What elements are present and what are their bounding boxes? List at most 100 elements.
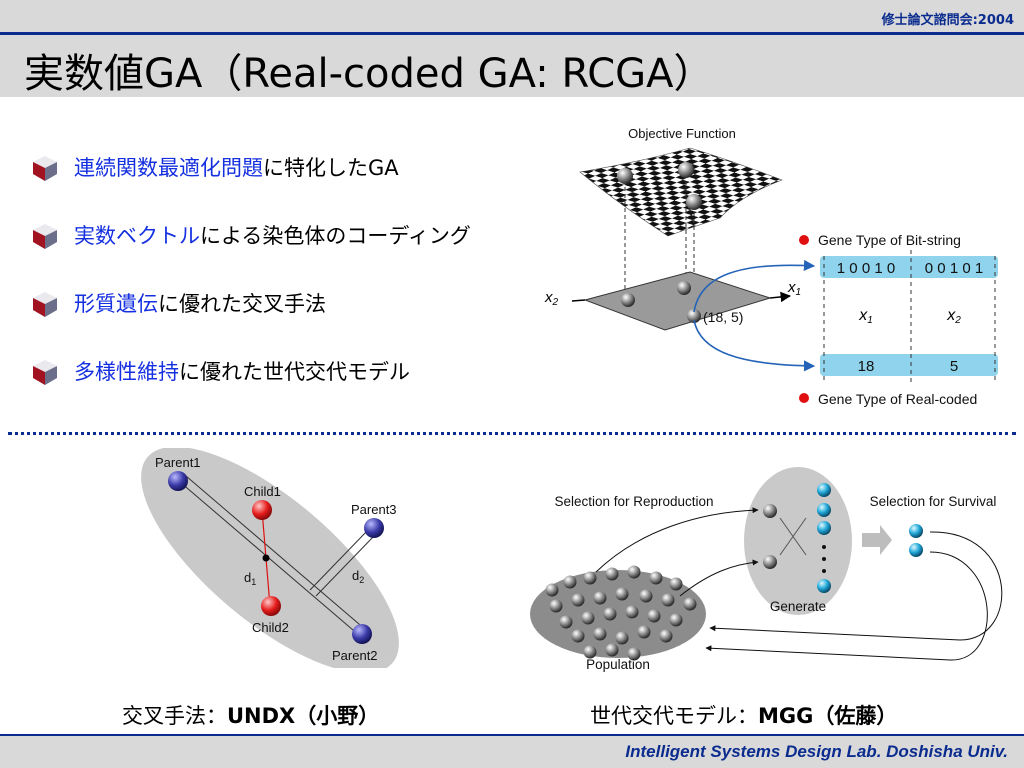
population-individual bbox=[583, 571, 597, 585]
population-individual bbox=[615, 631, 629, 645]
projected-sphere bbox=[677, 281, 691, 295]
child1-node bbox=[252, 500, 272, 520]
x2-axis-line bbox=[571, 299, 586, 302]
survival-arrow-icon bbox=[862, 525, 892, 555]
population-label: Population bbox=[586, 657, 650, 672]
mgg-figure: Selection for Reproduction Selection for… bbox=[530, 467, 1003, 672]
selected-parent bbox=[763, 555, 777, 569]
population-individual bbox=[669, 577, 683, 591]
population-individual bbox=[545, 583, 559, 597]
solution-sphere bbox=[678, 162, 694, 178]
bit-string-legend: Gene Type of Bit-string bbox=[818, 232, 961, 248]
population-individual bbox=[603, 607, 617, 621]
bullet-highlight: 連続関数最適化問題 bbox=[74, 156, 263, 180]
population-individual bbox=[615, 587, 629, 601]
lab-name: Intelligent Systems Design Lab. Doshisha… bbox=[625, 742, 1008, 761]
objective-function-title: Objective Function bbox=[628, 126, 736, 141]
undx-figure: Parent1 Parent2 Parent3 Child1 Child2 d1… bbox=[141, 448, 399, 668]
offspring-node bbox=[817, 521, 831, 535]
x1-axis-arrow bbox=[769, 291, 792, 303]
objective-surface bbox=[579, 147, 783, 237]
ellipsis-dot bbox=[822, 545, 826, 549]
real-value-1: 18 bbox=[858, 358, 875, 375]
bullet-highlight: 形質遺伝 bbox=[74, 292, 158, 316]
undx-caption: 交叉手法：UNDX（小野） bbox=[122, 700, 379, 730]
conference-label: 修士論文諮問会:2004 bbox=[881, 13, 1014, 28]
real-value-2: 5 bbox=[950, 358, 958, 375]
population-individual bbox=[627, 647, 641, 661]
reproduction-arrow bbox=[595, 507, 759, 573]
child2-node bbox=[261, 596, 281, 616]
point-coordinate-label: (18, 5) bbox=[703, 309, 743, 325]
bit-string-bar bbox=[820, 256, 998, 278]
selection-survival-label: Selection for Survival bbox=[870, 494, 997, 509]
population-individual bbox=[649, 571, 663, 585]
population-individual bbox=[571, 593, 585, 607]
offspring-node bbox=[817, 503, 831, 517]
population-individual bbox=[549, 599, 563, 613]
undx-caption-name: UNDX bbox=[227, 704, 296, 728]
projected-sphere bbox=[687, 309, 701, 323]
population-individual bbox=[581, 611, 595, 625]
solution-sphere bbox=[617, 168, 633, 184]
population-individual bbox=[593, 591, 607, 605]
ellipsis-dot bbox=[822, 557, 826, 561]
parent2-node bbox=[352, 624, 372, 644]
footer-rule bbox=[0, 734, 1024, 736]
bullet-highlight: 多様性維持 bbox=[74, 360, 179, 384]
cube-bullet-icon bbox=[33, 292, 57, 317]
real-coded-legend: Gene Type of Real-coded bbox=[818, 391, 977, 407]
cube-bullet-icon bbox=[33, 224, 57, 249]
survivor-node bbox=[909, 524, 923, 538]
selected-parent bbox=[763, 504, 777, 518]
axis-x2-label: x2 bbox=[544, 289, 559, 308]
real-coded-arrow bbox=[693, 319, 816, 372]
parent2-label: Parent2 bbox=[332, 648, 378, 663]
parent3-line bbox=[309, 529, 369, 591]
population-individual bbox=[583, 645, 597, 659]
undx-caption-author: （小野） bbox=[295, 704, 380, 728]
ellipsis-dot bbox=[822, 569, 826, 573]
bit-string-left: 1 0 0 1 0 bbox=[837, 260, 895, 277]
parent-axis-line bbox=[185, 475, 367, 631]
parent-axis-line bbox=[179, 481, 361, 637]
bullet-rest: に優れた交叉手法 bbox=[158, 292, 326, 316]
population-individual bbox=[637, 625, 651, 639]
parent3-node bbox=[364, 518, 384, 538]
bullet-rest: に優れた世代交代モデル bbox=[179, 360, 410, 384]
d2-label: d2 bbox=[352, 568, 364, 585]
population-individual bbox=[625, 605, 639, 619]
child1-label: Child1 bbox=[244, 484, 281, 499]
footer-band bbox=[0, 736, 1024, 768]
population-individuals bbox=[545, 565, 697, 661]
population-individual bbox=[559, 615, 573, 629]
population-individual bbox=[627, 565, 641, 579]
population-individual bbox=[571, 629, 585, 643]
header-rule bbox=[0, 32, 1024, 35]
crossover-line bbox=[779, 517, 807, 556]
midpoint-dot bbox=[262, 554, 270, 562]
legend-dot-icon bbox=[799, 393, 809, 403]
population-individual bbox=[563, 575, 577, 589]
generate-label: Generate bbox=[770, 599, 826, 614]
mgg-caption-name: MGG bbox=[758, 704, 814, 728]
bullet-rest: による染色体のコーディング bbox=[200, 224, 471, 248]
gene-x1-label: x1 bbox=[858, 307, 873, 326]
mgg-caption-author: （佐藤） bbox=[813, 704, 898, 728]
header-band bbox=[0, 0, 1024, 97]
section-divider bbox=[8, 432, 1016, 435]
bullet-highlight: 実数ベクトル bbox=[74, 224, 200, 248]
parent3-label: Parent3 bbox=[351, 502, 397, 517]
population-individual bbox=[683, 597, 697, 611]
legend-dot-icon bbox=[799, 235, 809, 245]
generation-ellipse bbox=[744, 467, 852, 615]
undx-caption-prefix: 交叉手法： bbox=[122, 704, 227, 728]
offspring-node bbox=[817, 579, 831, 593]
parent1-label: Parent1 bbox=[155, 455, 201, 470]
projected-sphere bbox=[621, 293, 635, 307]
cube-bullet-icon bbox=[33, 360, 57, 385]
child2-label: Child2 bbox=[252, 620, 289, 635]
gene-x2-label: x2 bbox=[946, 307, 961, 326]
return-arrow bbox=[709, 531, 1003, 641]
population-individual bbox=[661, 593, 675, 607]
